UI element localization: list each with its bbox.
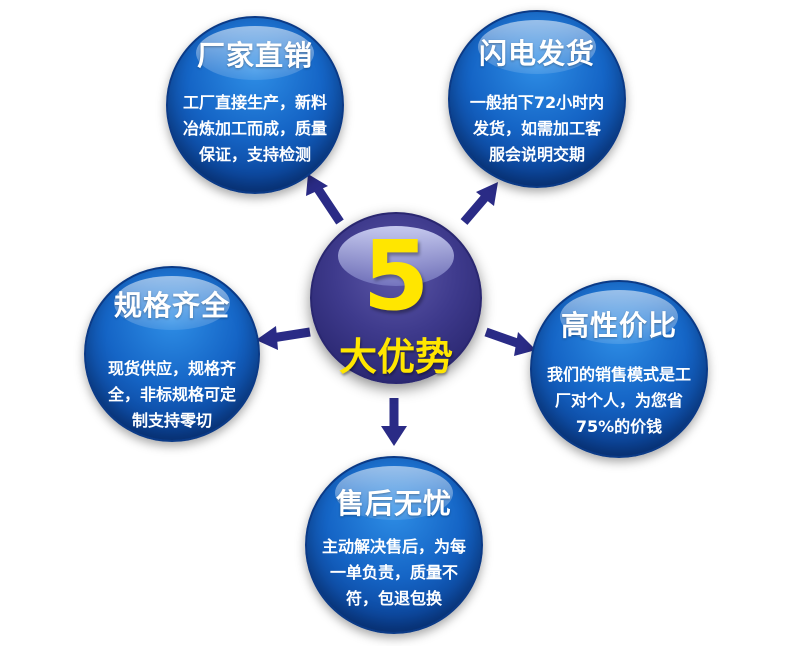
- advantage-title: 闪电发货: [478, 37, 595, 70]
- bubble-highlight: [335, 466, 453, 520]
- center-highlight: [338, 226, 454, 286]
- advantage-description: 工厂直接生产，新料 冶炼加工而成，质量 保证，支持检测: [178, 90, 332, 168]
- advantage-description: 现货供应，规格齐 全，非标规格可定 制支持零切: [96, 356, 248, 434]
- arrow-to-cost-effective: [484, 327, 522, 349]
- description-line: 发货，如需加工客: [472, 119, 601, 138]
- advantage-after-sales: 售后无忧 主动解决售后，为每 一单负责，质量不 符，包退包换: [305, 456, 483, 634]
- description-line: 现货供应，规格齐: [107, 359, 236, 378]
- advantage-full-specs: 规格齐全 现货供应，规格齐 全，非标规格可定 制支持零切: [84, 266, 260, 442]
- arrowhead-after-sales: [381, 426, 407, 446]
- advantage-factory-direct: 厂家直销 工厂直接生产，新料 冶炼加工而成，质量 保证，支持检测: [166, 16, 344, 194]
- arrowhead-cost-effective: [514, 332, 536, 356]
- bubble-highlight: [196, 26, 314, 80]
- bubble-highlight: [560, 290, 678, 344]
- advantage-fast-shipping: 闪电发货 一般拍下72小时内 发货，如需加工客 服会说明交期: [448, 10, 626, 188]
- arrowhead-factory-direct: [306, 174, 328, 196]
- bubble-highlight: [478, 20, 596, 74]
- description-line: 一般拍下72小时内: [469, 93, 605, 112]
- description-line: 主动解决售后，为每: [321, 537, 466, 556]
- arrowhead-full-specs: [256, 326, 278, 350]
- advantage-description: 一般拍下72小时内 发货，如需加工客 服会说明交期: [460, 90, 614, 168]
- center-circle: 5 大优势: [310, 212, 482, 384]
- description-line: 厂对个人，为您省: [554, 391, 683, 410]
- center-label: 大优势: [338, 335, 453, 379]
- description-line: 服会说明交期: [488, 145, 585, 164]
- arrow-to-fast-shipping: [460, 191, 492, 225]
- bubble-highlight: [114, 276, 230, 330]
- description-line: 保证，支持检测: [198, 145, 311, 164]
- arrow-to-factory-direct: [312, 183, 344, 225]
- description-line: 一单负责，质量不: [329, 563, 458, 582]
- arrow-to-full-specs: [271, 327, 311, 343]
- description-line: 75%的价钱: [575, 417, 663, 436]
- description-line: 工厂直接生产，新料: [182, 93, 327, 112]
- advantage-title: 厂家直销: [196, 39, 313, 72]
- advantage-description: 主动解决售后，为每 一单负责，质量不 符，包退包换: [317, 534, 471, 612]
- description-line: 制支持零切: [131, 411, 212, 430]
- arrowhead-fast-shipping: [476, 182, 498, 206]
- description-line: 我们的销售模式是工: [546, 365, 691, 384]
- description-line: 冶炼加工而成，质量: [182, 119, 327, 138]
- advantage-description: 我们的销售模式是工 厂对个人，为您省 75%的价钱: [542, 362, 696, 440]
- advantage-title: 高性价比: [560, 309, 677, 342]
- advantage-title: 售后无忧: [335, 487, 452, 520]
- description-line: 全，非标规格可定: [107, 385, 236, 404]
- advantage-cost-effective: 高性价比 我们的销售模式是工 厂对个人，为您省 75%的价钱: [530, 280, 708, 458]
- center-number: 5: [362, 220, 430, 332]
- advantage-title: 规格齐全: [113, 289, 230, 322]
- description-line: 符，包退包换: [345, 589, 442, 608]
